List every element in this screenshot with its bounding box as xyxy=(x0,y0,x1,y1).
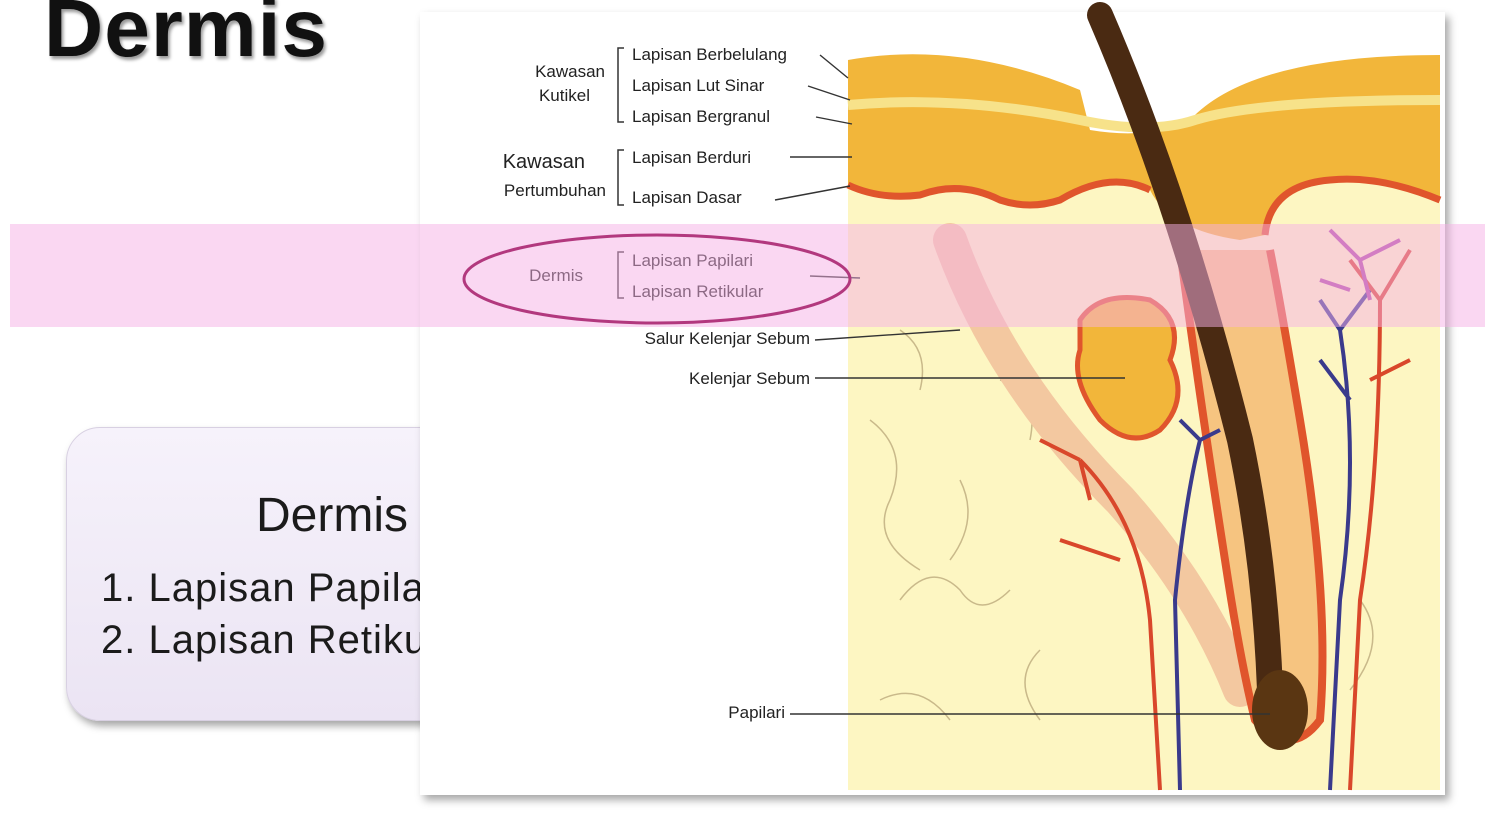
pertumbuhan-label-line2: Pertumbuhan xyxy=(504,181,606,200)
pertumbuhan-label-line1: Kawasan xyxy=(503,151,585,173)
label-lut-sinar: Lapisan Lut Sinar xyxy=(632,76,765,95)
kutikel-label-line2: Kutikel xyxy=(539,86,590,105)
dermis-highlight-band xyxy=(10,224,1485,327)
label-salur-kelenjar: Salur Kelenjar Sebum xyxy=(645,329,810,348)
diagram-labels: Kawasan Kutikel Lapisan Berbelulang Lapi… xyxy=(503,45,810,722)
label-bergranul: Lapisan Bergranul xyxy=(632,107,770,126)
label-papilari-hair: Papilari xyxy=(728,703,785,722)
label-berduri: Lapisan Berduri xyxy=(632,148,751,167)
label-kelenjar-sebum: Kelenjar Sebum xyxy=(689,369,810,388)
kutikel-label-line1: Kawasan xyxy=(535,62,605,81)
label-berbelulang: Lapisan Berbelulang xyxy=(632,45,787,64)
hair-bulb xyxy=(1252,670,1308,750)
label-dasar: Lapisan Dasar xyxy=(632,188,742,207)
